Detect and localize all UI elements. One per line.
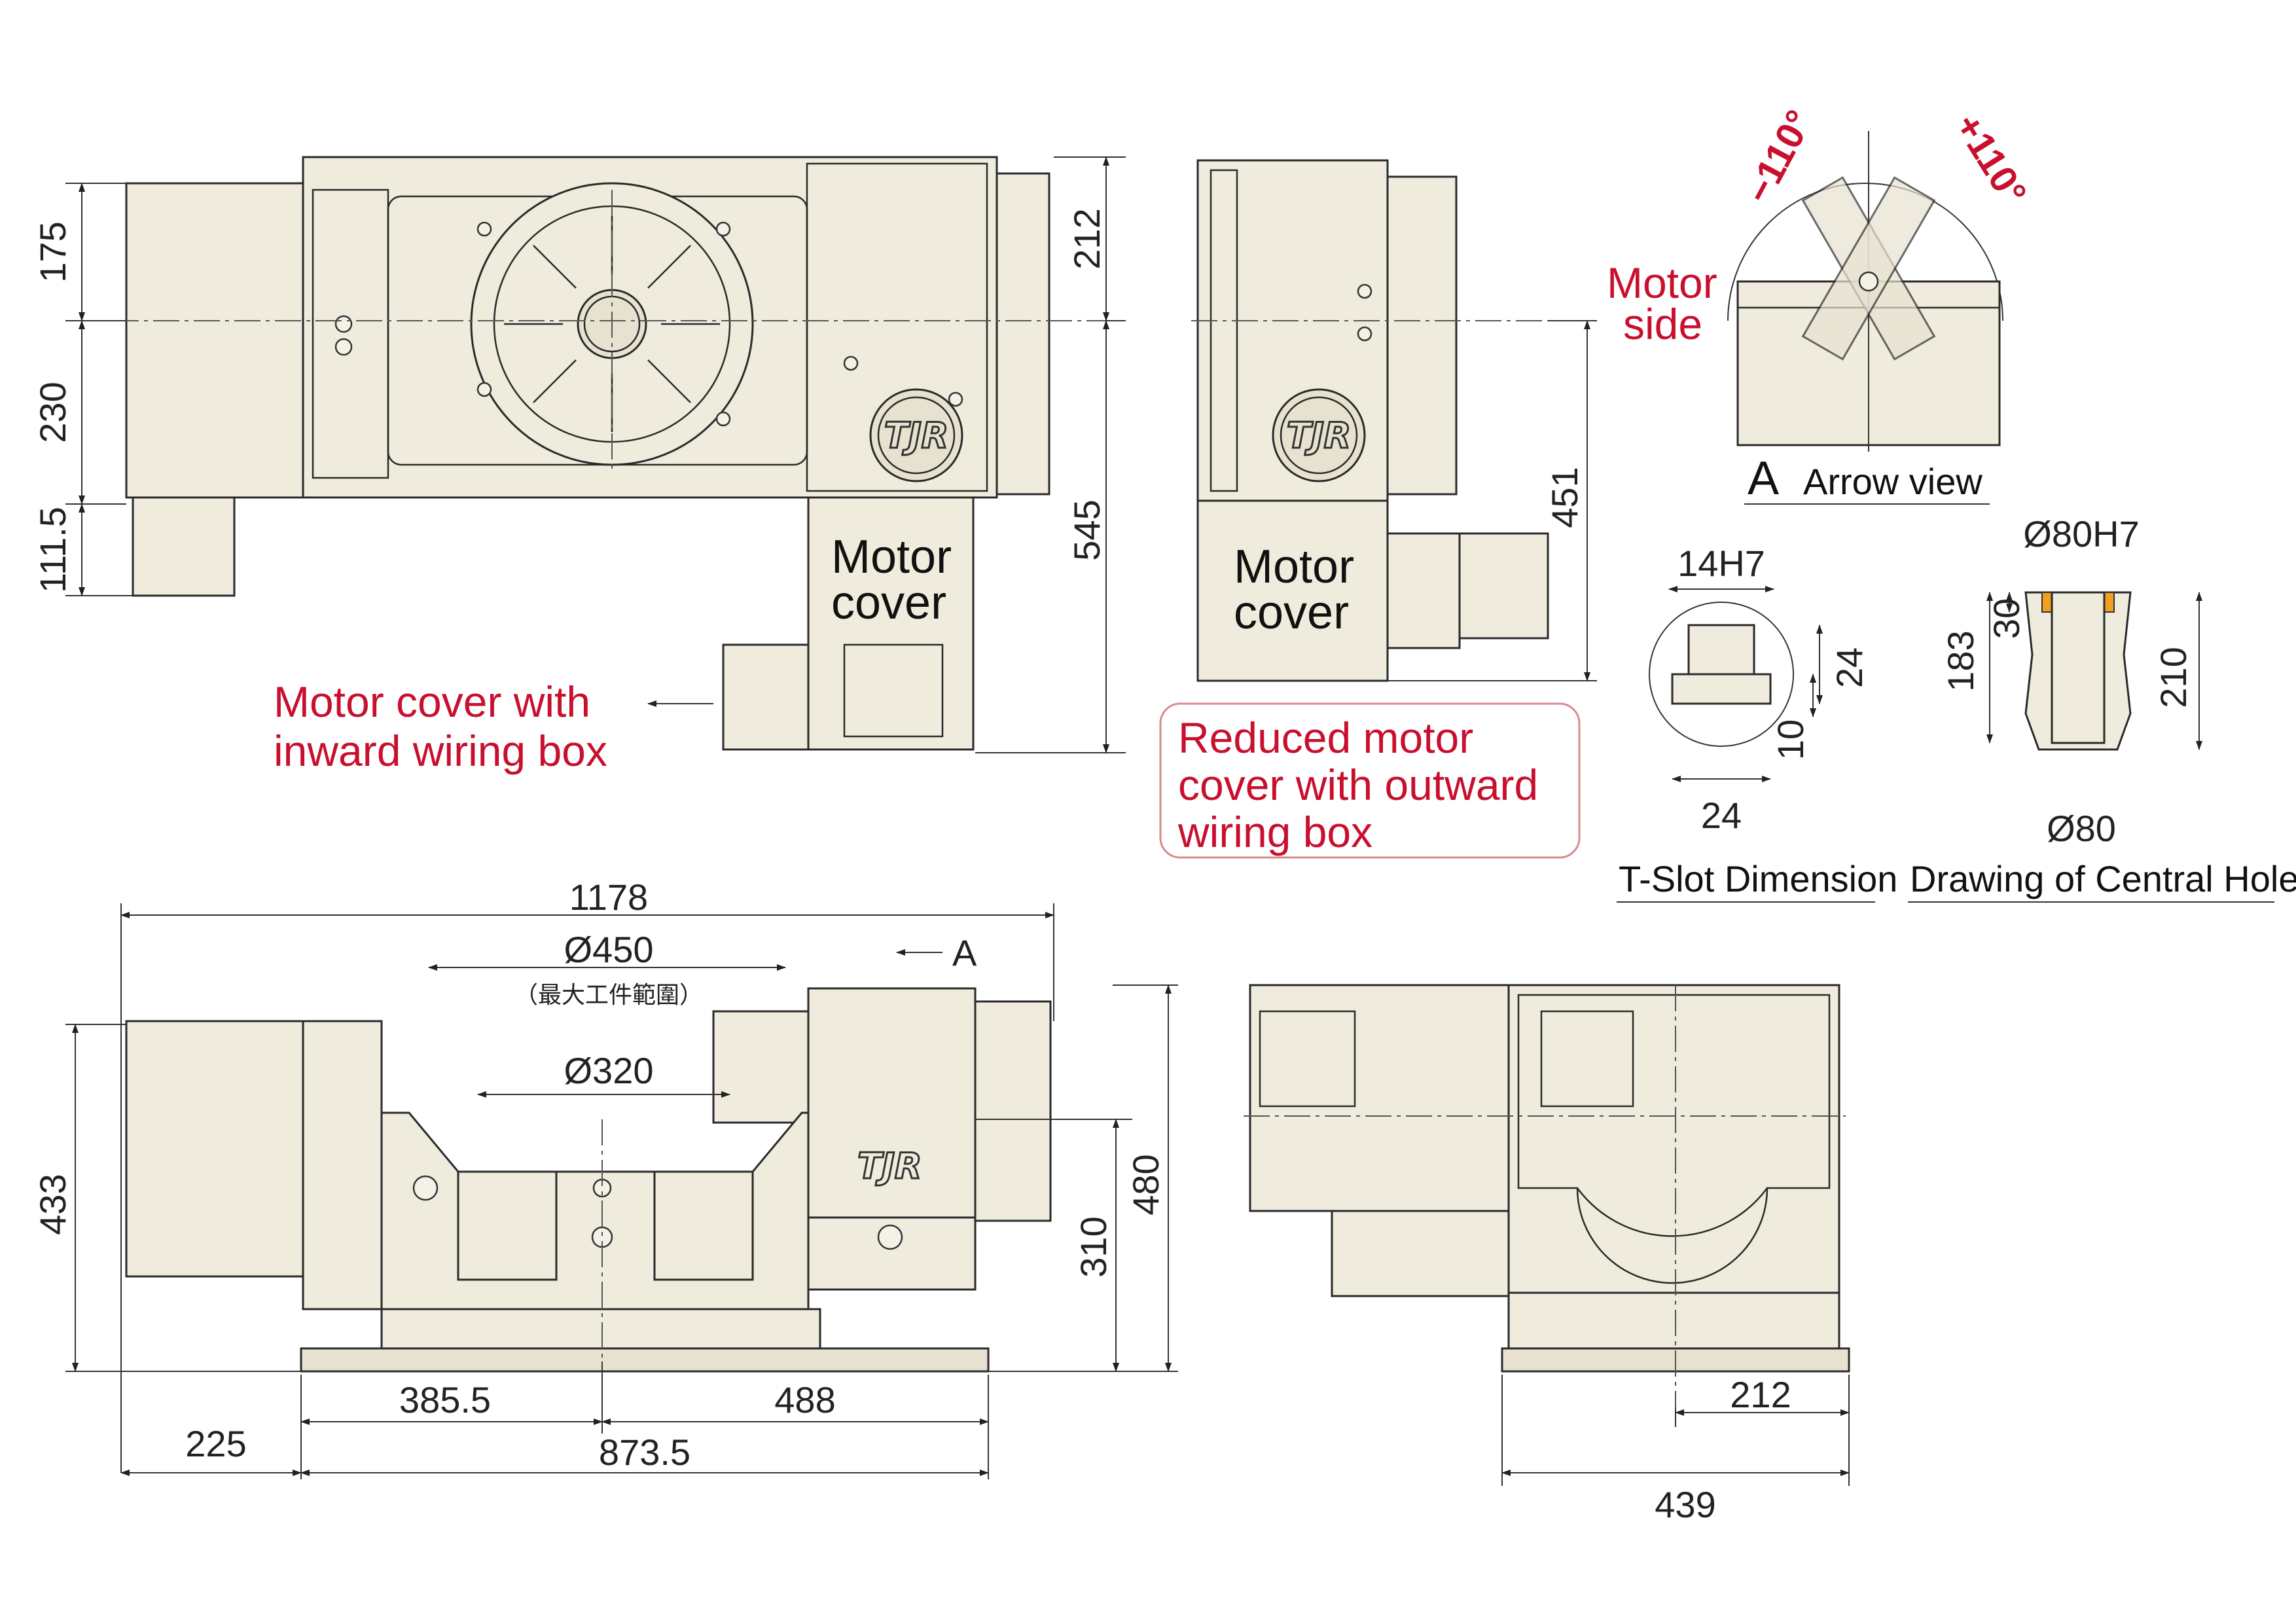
arrow-view: −110° +110° Motor side A Arrow view <box>1607 103 2035 505</box>
dim-385-5: 385.5 <box>399 1379 491 1420</box>
dim-225: 225 <box>185 1423 246 1464</box>
dim-488: 488 <box>774 1379 835 1420</box>
dim-111-5: 111.5 <box>32 507 73 593</box>
dim-d320: Ø320 <box>564 1050 654 1091</box>
dim-d450: Ø450 <box>564 929 654 970</box>
dim-433: 433 <box>32 1174 73 1235</box>
max-workpiece-note: （最大工件範圍） <box>514 982 703 1009</box>
top-view-dims: 175 230 111.5 212 545 Motor cover Motor … <box>32 156 1126 775</box>
inward-wiring-label-1: Motor cover with <box>274 677 590 726</box>
motor-cover-label-2b: cover <box>1234 586 1349 639</box>
dim-480: 480 <box>1125 1154 1166 1215</box>
logo-mark-side: TJR <box>1287 415 1352 456</box>
dim-230: 230 <box>32 382 73 442</box>
t-slot-detail: 14H7 24 24 10 T-Slot Dimension <box>1617 543 1897 903</box>
dim-175: 175 <box>32 221 73 282</box>
arrow-view-letter: A <box>1748 452 1779 505</box>
central-hole-detail: 183 30 210 Ø80H7 Ø80 Drawing of Central … <box>1908 513 2296 903</box>
dim-212-top: 212 <box>1066 208 1107 269</box>
tilt-plus-label: +110° <box>1946 106 2035 212</box>
dim-873-5: 873.5 <box>599 1432 691 1473</box>
dim-183: 183 <box>1940 630 1981 691</box>
motor-side-label-2: side <box>1623 300 1702 348</box>
side-view-reduced: TJR 451 Motor cover Reduced motor cover … <box>1159 159 1597 859</box>
tilt-minus-label: −110° <box>1737 103 1821 211</box>
right-side-view <box>1244 984 1850 1407</box>
dim-439: 439 <box>1655 1484 1715 1525</box>
front-view: TJR <box>125 987 1052 1373</box>
motor-side-label-1: Motor <box>1607 259 1717 307</box>
arrow-a-marker: A <box>952 932 977 973</box>
motor-cover-label-1b: cover <box>831 577 946 629</box>
inward-wiring-label-2: inward wiring box <box>274 727 607 775</box>
dim-30: 30 <box>1986 598 2027 639</box>
dim-1178: 1178 <box>569 876 648 918</box>
dim-d80h7: Ø80H7 <box>2023 513 2139 554</box>
dim-14h7: 14H7 <box>1677 543 1765 584</box>
dim-310: 310 <box>1073 1216 1114 1277</box>
dim-210: 210 <box>2153 647 2194 708</box>
logo-mark-front: TJR <box>857 1146 922 1187</box>
t-slot-caption: T-Slot Dimension <box>1619 858 1897 899</box>
dim-10: 10 <box>1770 719 1811 760</box>
central-hole-caption: Drawing of Central Hole <box>1910 858 2296 899</box>
reduced-wiring-label-2: cover with outward <box>1178 761 1538 809</box>
right-side-view-dims: 212 439 <box>1501 1374 1850 1525</box>
dim-451: 451 <box>1544 467 1585 528</box>
dim-d80: Ø80 <box>2047 808 2116 849</box>
dim-24-horizontal: 24 <box>1701 795 1742 836</box>
reduced-wiring-label-3: wiring box <box>1177 808 1372 856</box>
dim-24-vertical: 24 <box>1829 647 1870 688</box>
motor-cover-label-1a: Motor <box>831 531 952 583</box>
front-view-dims: 1178 Ø450 （最大工件範圍） Ø320 A 433 310 480 38… <box>32 876 1178 1479</box>
motor-cover-label-2a: Motor <box>1234 541 1354 593</box>
top-view: TJR <box>72 156 1106 751</box>
logo-mark: TJR <box>884 415 949 456</box>
dim-212-right: 212 <box>1730 1374 1791 1415</box>
arrow-view-text: Arrow view <box>1803 461 1982 502</box>
reduced-wiring-label-1: Reduced motor <box>1178 713 1473 762</box>
dim-545: 545 <box>1066 499 1107 560</box>
